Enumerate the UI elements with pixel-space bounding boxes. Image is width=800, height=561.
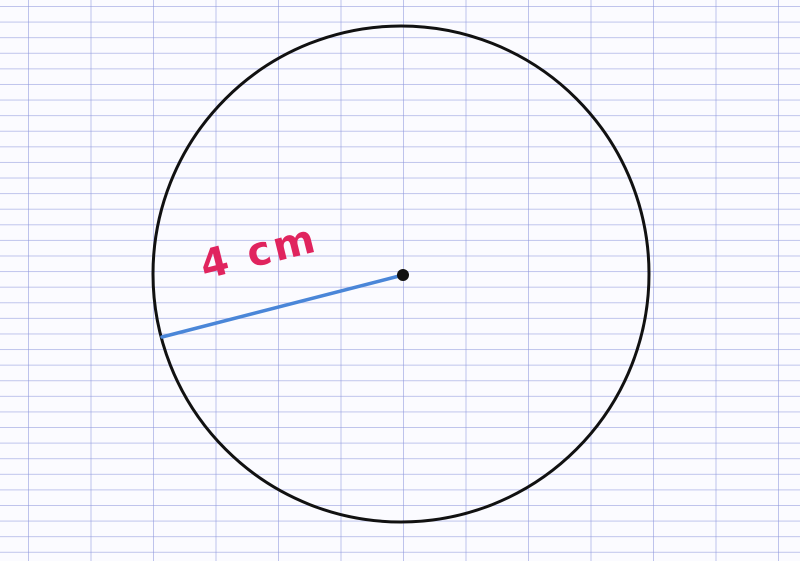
radius-segment xyxy=(160,273,405,339)
center-point xyxy=(397,269,409,281)
circle-outline xyxy=(151,24,651,524)
